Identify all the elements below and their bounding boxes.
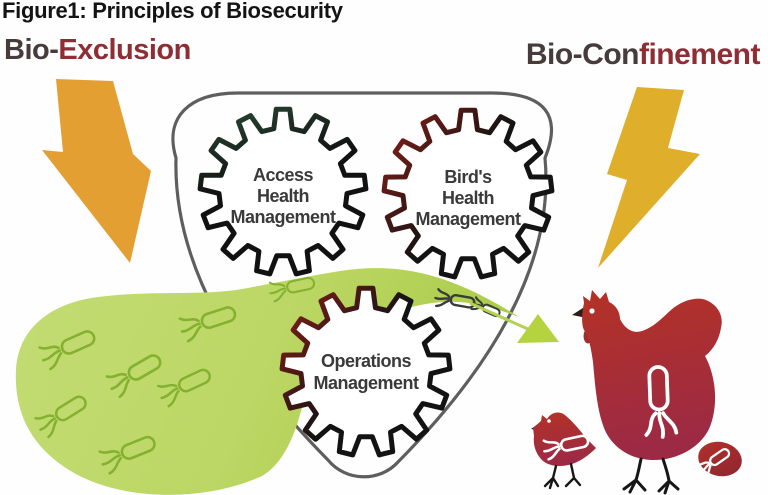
gear-icon-access — [197, 106, 369, 277]
pathogen-arrowhead-icon — [517, 314, 559, 343]
bio-exclusion-suffix: Exclusion — [58, 34, 191, 66]
gear-access-line3: Management — [230, 207, 336, 227]
bio-exclusion-label: Bio-Exclusion — [4, 34, 191, 67]
bio-confinement-label: Bio-Confinement — [525, 38, 761, 72]
pathogen-stream — [15, 268, 519, 495]
gear-birds-line1: Bird's — [444, 167, 492, 187]
bio-confinement-suffix: finement — [638, 38, 761, 71]
gear-birds-line3: Management — [415, 209, 521, 229]
gear-birds-line2: Health — [442, 188, 494, 208]
lightning-bolt-icon — [598, 87, 700, 268]
gear-labels: Access Health Management Bird's Health M… — [230, 165, 521, 393]
chick-eye — [547, 419, 551, 423]
gear-operations-line1: Operations — [321, 351, 412, 371]
gear-access-line1: Access — [253, 165, 314, 185]
chick-legs — [543, 462, 582, 490]
hen-eye — [589, 308, 595, 314]
egg-shape — [698, 441, 742, 477]
stream-line — [469, 301, 531, 332]
infected-egg-icon — [694, 441, 742, 479]
hen-legs — [622, 457, 680, 495]
infected-chick-icon — [531, 412, 596, 490]
gear-access-line2: Health — [257, 186, 309, 206]
biosecurity-triangle — [171, 91, 554, 479]
infected-hen-icon — [572, 290, 722, 495]
gear-icon-operations — [279, 285, 453, 458]
bio-exclusion-prefix: Bio- — [4, 34, 59, 66]
figure-title: Figure1: Principles of Biosecurity — [2, 0, 343, 23]
gear-icon-birds — [381, 107, 555, 280]
lightning-bolt-icon — [42, 79, 151, 263]
hen-body — [582, 290, 722, 461]
gear-operations-line2: Management — [313, 373, 419, 393]
bio-confinement-prefix: Bio-Con — [525, 38, 640, 71]
